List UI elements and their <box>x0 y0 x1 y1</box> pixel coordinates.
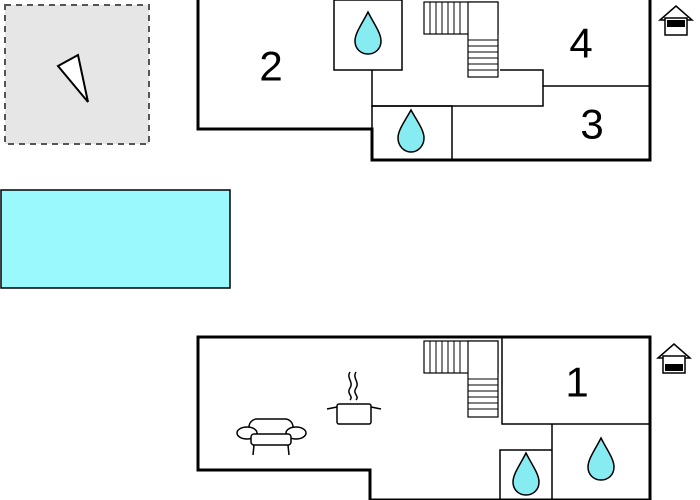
ground-floor-outer-wall <box>196 335 652 500</box>
north-arrow-icon <box>56 53 89 103</box>
swimming-pool <box>0 189 231 289</box>
water-drop-icon <box>512 451 540 496</box>
stairs-icon <box>423 340 499 418</box>
water-drop-icon <box>397 108 425 153</box>
room-1-number: 1 <box>565 359 588 406</box>
terrace-area <box>4 4 150 145</box>
room-2-number: 2 <box>259 43 282 90</box>
upper-floor-plan <box>196 0 652 162</box>
upper-corridor-wall <box>371 70 650 107</box>
upper-bathroom-top <box>333 0 403 71</box>
upper-bathroom-bottom <box>371 105 453 161</box>
ground-floor-plan <box>196 335 652 500</box>
room-4-wall <box>500 69 544 86</box>
room-1-wall <box>501 337 650 425</box>
house-floor-icon <box>656 343 692 374</box>
room-3-number: 3 <box>580 101 603 148</box>
sofa-icon <box>236 418 307 456</box>
stairs-icon <box>423 1 499 78</box>
house-floor-icon <box>658 5 694 36</box>
water-drop-icon <box>587 436 615 481</box>
cooking-pot-icon <box>326 371 382 425</box>
ground-bathroom-wall <box>499 449 552 500</box>
room-4-number: 4 <box>569 20 592 67</box>
water-drop-icon <box>354 10 382 55</box>
